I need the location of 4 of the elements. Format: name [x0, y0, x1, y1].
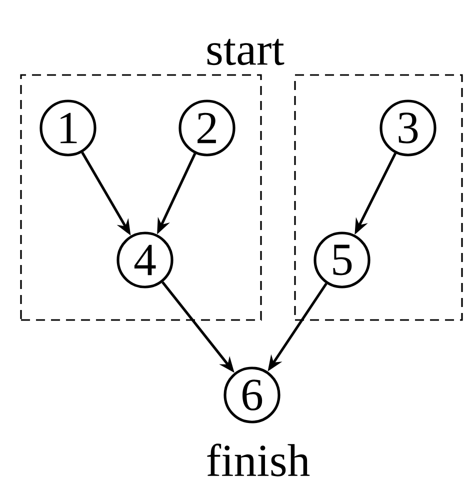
dashed-group-box [20, 74, 262, 321]
label: start [207, 38, 284, 66]
dashed-group-box [294, 74, 463, 321]
node-caption: finish [207, 444, 310, 476]
